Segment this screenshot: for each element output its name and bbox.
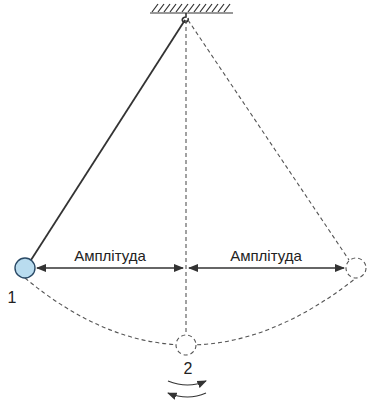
ceiling — [150, 4, 233, 13]
swing-arrows — [168, 381, 206, 397]
callout-number: 1 — [8, 289, 17, 307]
amplitude-label: Амплітуда — [74, 248, 146, 265]
dashed-positions — [25, 20, 366, 355]
amplitude-label: Амплітуда — [230, 248, 302, 265]
pendulum-ball — [15, 258, 35, 278]
callout-number: 2 — [184, 360, 193, 378]
amplitude-arrows — [37, 267, 344, 268]
pendulum-thread — [31, 20, 185, 260]
